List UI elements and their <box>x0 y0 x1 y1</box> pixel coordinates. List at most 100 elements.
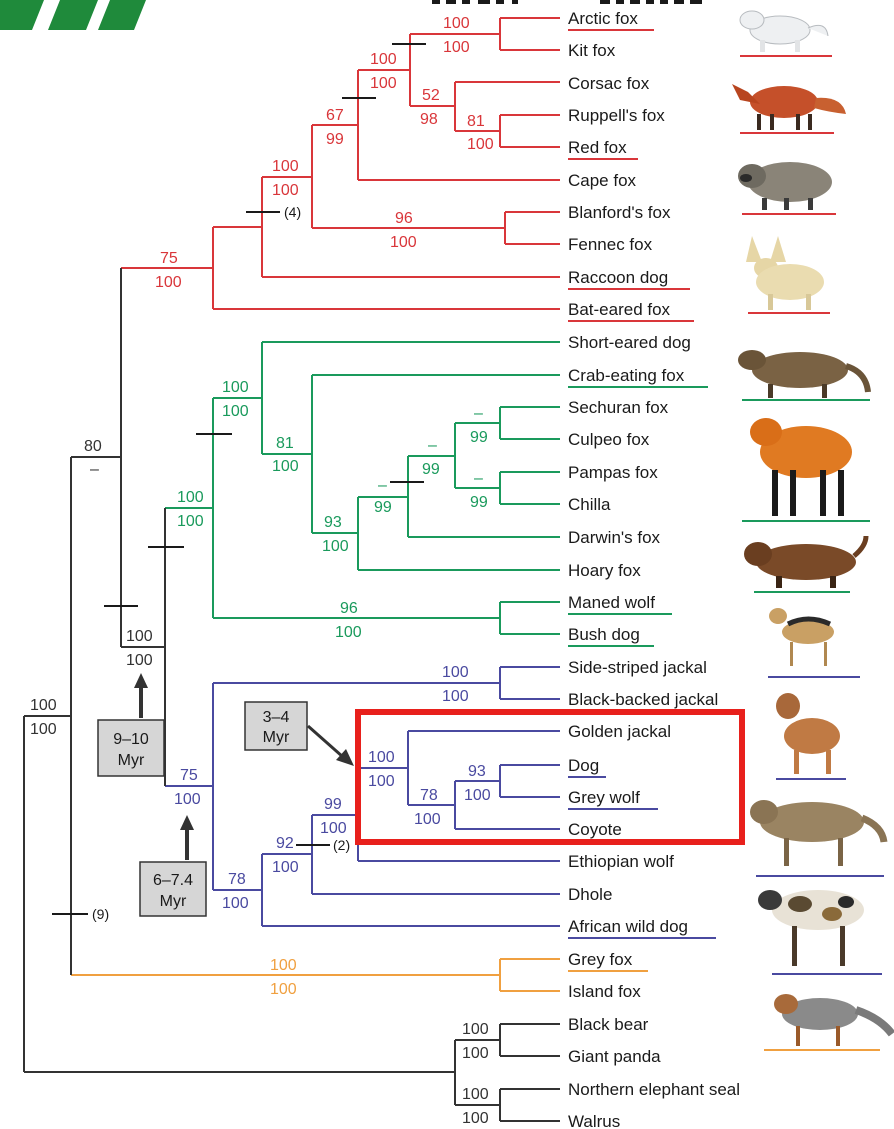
taxon-label: Hoary fox <box>568 561 641 580</box>
support-bottom: 100 <box>272 458 299 475</box>
myr-box-3-4: 3–4 Myr <box>245 702 307 750</box>
support-bottom: 100 <box>467 136 494 153</box>
support-bottom: 100 <box>222 403 249 420</box>
taxon-label: Golden jackal <box>568 722 671 741</box>
support-values-fox: 100 100 100 100 52 98 81 100 67 99 96 10… <box>155 15 494 291</box>
taxon-label: Dog <box>568 756 599 775</box>
support-bottom: 100 <box>177 513 204 530</box>
myr-box-line2: Myr <box>118 752 145 769</box>
taxon-label: Arctic fox <box>568 9 638 28</box>
support-bottom: – <box>90 461 99 478</box>
branches-grey-fox-clade <box>71 959 560 991</box>
grey-wolf-illustration <box>750 800 884 866</box>
support-top: 75 <box>160 250 178 267</box>
support-top: – <box>378 477 387 494</box>
title-remnant <box>432 0 702 4</box>
taxon-label: Island fox <box>568 982 641 1001</box>
taxon-label: Ethiopian wolf <box>568 852 674 871</box>
support-bottom: 100 <box>414 811 441 828</box>
african-wild-dog-illustration <box>758 890 864 966</box>
taxon-label: Red fox <box>568 138 627 157</box>
taxon-label: Dhole <box>568 885 612 904</box>
taxon-label: Side-striped jackal <box>568 658 707 677</box>
red-fox-illustration <box>732 84 846 130</box>
support-bottom: 99 <box>422 461 440 478</box>
support-top: 78 <box>228 871 246 888</box>
black-backed-jackal-illustration <box>769 608 834 666</box>
support-bottom: 100 <box>462 1045 489 1062</box>
support-bottom: 100 <box>155 274 182 291</box>
support-top: 100 <box>272 158 299 175</box>
taxon-label: Cape fox <box>568 171 637 190</box>
support-bottom: 100 <box>462 1110 489 1127</box>
support-bottom: 99 <box>470 494 488 511</box>
myr-arrow-6-7-4 <box>180 815 194 860</box>
myr-box-6-7-4: 6–7.4 Myr <box>140 862 206 916</box>
support-values-grey-fox: 100 100 <box>270 957 297 998</box>
support-bottom: 99 <box>326 131 344 148</box>
support-bottom: 100 <box>174 791 201 808</box>
support-top: 100 <box>368 749 395 766</box>
support-top: 80 <box>84 438 102 455</box>
support-bottom: 99 <box>374 499 392 516</box>
indel-count-label: (4) <box>284 204 301 220</box>
support-top: 96 <box>395 210 413 227</box>
support-top: 100 <box>126 628 153 645</box>
support-bottom: 100 <box>368 773 395 790</box>
support-values-backbone: 100 100 80 – 100 100 100 100 100 100 <box>30 438 489 1127</box>
taxon-label: Black bear <box>568 1015 649 1034</box>
taxon-label: Giant panda <box>568 1047 661 1066</box>
taxon-label: Grey wolf <box>568 788 640 807</box>
logo-stripes <box>0 0 146 30</box>
support-bottom: 100 <box>272 182 299 199</box>
support-top: 100 <box>462 1086 489 1103</box>
bat-eared-fox-illustration <box>746 236 824 310</box>
taxon-label: Chilla <box>568 495 611 514</box>
support-top: 100 <box>443 15 470 32</box>
taxon-label: Northern elephant seal <box>568 1080 740 1099</box>
support-top: 92 <box>276 835 294 852</box>
branches-fox-clade <box>121 18 560 309</box>
taxon-label: Short-eared dog <box>568 333 691 352</box>
myr-arrow-3-4 <box>308 726 354 766</box>
myr-box-line2: Myr <box>263 729 290 746</box>
taxon-label: Walrus <box>568 1112 620 1129</box>
support-bottom: 100 <box>30 721 57 738</box>
support-top: 93 <box>468 763 486 780</box>
taxon-label: Fennec fox <box>568 235 653 254</box>
taxon-label: Ruppell's fox <box>568 106 665 125</box>
support-top: 67 <box>326 107 344 124</box>
support-top: 93 <box>324 514 342 531</box>
support-top: 100 <box>442 664 469 681</box>
indel-count-label: (9) <box>92 906 109 922</box>
support-bottom: 100 <box>126 652 153 669</box>
support-top: 100 <box>30 697 57 714</box>
taxon-label: Maned wolf <box>568 593 655 612</box>
maned-wolf-illustration <box>750 418 852 516</box>
myr-box-line1: 3–4 <box>263 709 290 726</box>
crab-eating-fox-illustration <box>738 350 868 398</box>
support-bottom: 100 <box>270 981 297 998</box>
support-bottom: 99 <box>470 429 488 446</box>
myr-arrow-9-10 <box>134 673 148 718</box>
taxon-label: Bat-eared fox <box>568 300 671 319</box>
support-top: – <box>474 470 483 487</box>
myr-box-line1: 6–7.4 <box>153 872 193 889</box>
support-values-south-american: 100 100 81 100 – 99 – 99 – 99 – 99 93 10… <box>177 379 488 641</box>
indel-annotations: (4) (2) (9) <box>92 204 350 922</box>
support-top: 100 <box>270 957 297 974</box>
branches-wolf-clade <box>165 667 560 926</box>
support-top: 96 <box>340 600 358 617</box>
support-top: 100 <box>222 379 249 396</box>
arctic-fox-illustration <box>740 11 828 52</box>
myr-box-line1: 9–10 <box>113 731 149 748</box>
myr-box-9-10: 9–10 Myr <box>98 720 164 776</box>
support-values-wolf: 100 100 100 100 93 100 78 100 99 100 92 … <box>174 664 491 912</box>
support-bottom: 100 <box>443 39 470 56</box>
support-bottom: 98 <box>420 111 438 128</box>
support-bottom: 100 <box>335 624 362 641</box>
support-top: 81 <box>276 435 294 452</box>
support-bottom: 100 <box>322 538 349 555</box>
taxon-label: Sechuran fox <box>568 398 669 417</box>
